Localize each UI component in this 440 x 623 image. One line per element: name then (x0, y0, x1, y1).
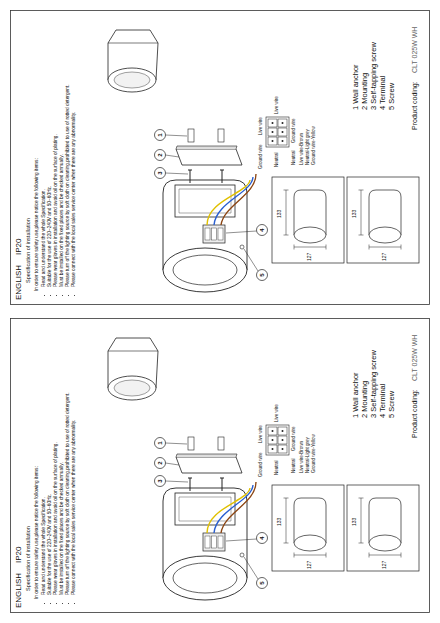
wire-label: Live wire (275, 96, 280, 114)
note-bullet: Please connect with the local sales serv… (72, 112, 77, 287)
dimension-label: 133 (277, 210, 282, 218)
ip-rating: IP20 (15, 239, 23, 255)
product-code-label: Product coding: (411, 81, 418, 130)
part-list-item: 4 Terminal (379, 384, 387, 418)
dimension-label: 133 (352, 210, 357, 218)
wire-label: Ground wire (292, 426, 297, 451)
product-code-label: Product coding: (411, 389, 418, 438)
wire-colour-note: Live wire-Brown (300, 133, 305, 165)
wire-label: Ground wire (259, 452, 264, 477)
note-bullet: Read and understand the whole Specificat… (42, 189, 47, 287)
callout-number: 3 (157, 479, 163, 482)
wire-label: Ground wire (292, 118, 297, 143)
note-bullet: Suitable for the use of 220~240V and 50~… (48, 186, 53, 287)
dimension-label: 127 (307, 253, 312, 261)
wire-colour-note: Live wire-Brown (300, 441, 305, 473)
language-heading: ENGLISH (15, 573, 23, 608)
part-list-item: 3 Self-tapping screw (370, 350, 378, 418)
dimension-label: 133 (352, 518, 357, 526)
part-list-item: 4 Terminal (379, 76, 387, 110)
wire-label: Ground wire (259, 144, 264, 169)
dimension-label: 127 (382, 561, 387, 569)
product-code: CLT 025W WH (411, 335, 418, 381)
note-bullet: Please wear gloves in installation and a… (54, 134, 59, 287)
wire-label: Neutral (275, 460, 280, 475)
wire-label: Neutral (275, 152, 280, 167)
part-list-item: 1 Wall anchor (352, 64, 360, 110)
callout-number: 4 (259, 536, 265, 539)
callout-number: 5 (259, 273, 265, 276)
section-title: Specification of installation (26, 526, 32, 591)
note-text: In order to ensure safety use,please not… (35, 158, 40, 291)
instruction-panel: ENGLISH IP20Specification of installation… (10, 318, 430, 613)
note-bullet: Please turn off the lighting source by s… (66, 392, 71, 595)
callout-number: 1 (157, 441, 163, 444)
wire-label: Live wire (275, 404, 280, 422)
callout-number: 3 (157, 171, 163, 174)
note-bullet: Must be installed on the fixed places an… (60, 154, 65, 287)
wire-colour-note: Ground wire-Yellow (312, 434, 317, 473)
callout-number: 2 (157, 153, 163, 156)
part-list-item: 3 Self-tapping screw (370, 42, 378, 110)
note-bullet: Please connect with the local sales serv… (72, 420, 77, 595)
callout-number: 5 (259, 581, 265, 584)
note-text: In order to ensure safety use,please not… (35, 466, 40, 599)
part-list-item: 2 Mounting (361, 381, 369, 418)
wire-label: Live wire (259, 425, 264, 443)
dimension-label: 127 (382, 253, 387, 261)
language-heading: ENGLISH (15, 265, 23, 300)
ip-rating: IP20 (15, 547, 23, 563)
note-bullet: Suitable for the use of 220~240V and 50~… (48, 494, 53, 595)
callout-number: 2 (157, 461, 163, 464)
wire-label: Neutral (292, 150, 297, 165)
wire-colour-note: Neutral-Light grey (306, 437, 311, 473)
note-bullet: Please wear gloves in installation and a… (54, 442, 59, 595)
part-list-item: 2 Mounting (361, 73, 369, 110)
wire-label: Live wire (259, 117, 264, 135)
wire-colour-note: Ground wire-Yellow (312, 126, 317, 165)
part-list-item: 5 Screw (388, 83, 396, 110)
section-title: Specification of installation (26, 218, 32, 283)
note-bullet: Please turn off the lighting source by s… (66, 84, 71, 287)
part-list-item: 1 Wall anchor (352, 372, 360, 418)
wire-label: Neutral (292, 458, 297, 473)
product-code: CLT 025W WH (411, 27, 418, 73)
dimension-label: 133 (277, 518, 282, 526)
wire-colour-note: Neutral-Light grey (306, 129, 311, 165)
part-list-item: 5 Screw (388, 391, 396, 418)
note-bullet: Read and understand the whole Specificat… (42, 497, 47, 595)
callout-number: 4 (259, 228, 265, 231)
callout-number: 1 (157, 133, 163, 136)
dimension-label: 127 (307, 561, 312, 569)
instruction-panel: ENGLISH IP20Specification of installation… (10, 10, 430, 305)
note-bullet: Must be installed on the fixed places an… (60, 462, 65, 595)
